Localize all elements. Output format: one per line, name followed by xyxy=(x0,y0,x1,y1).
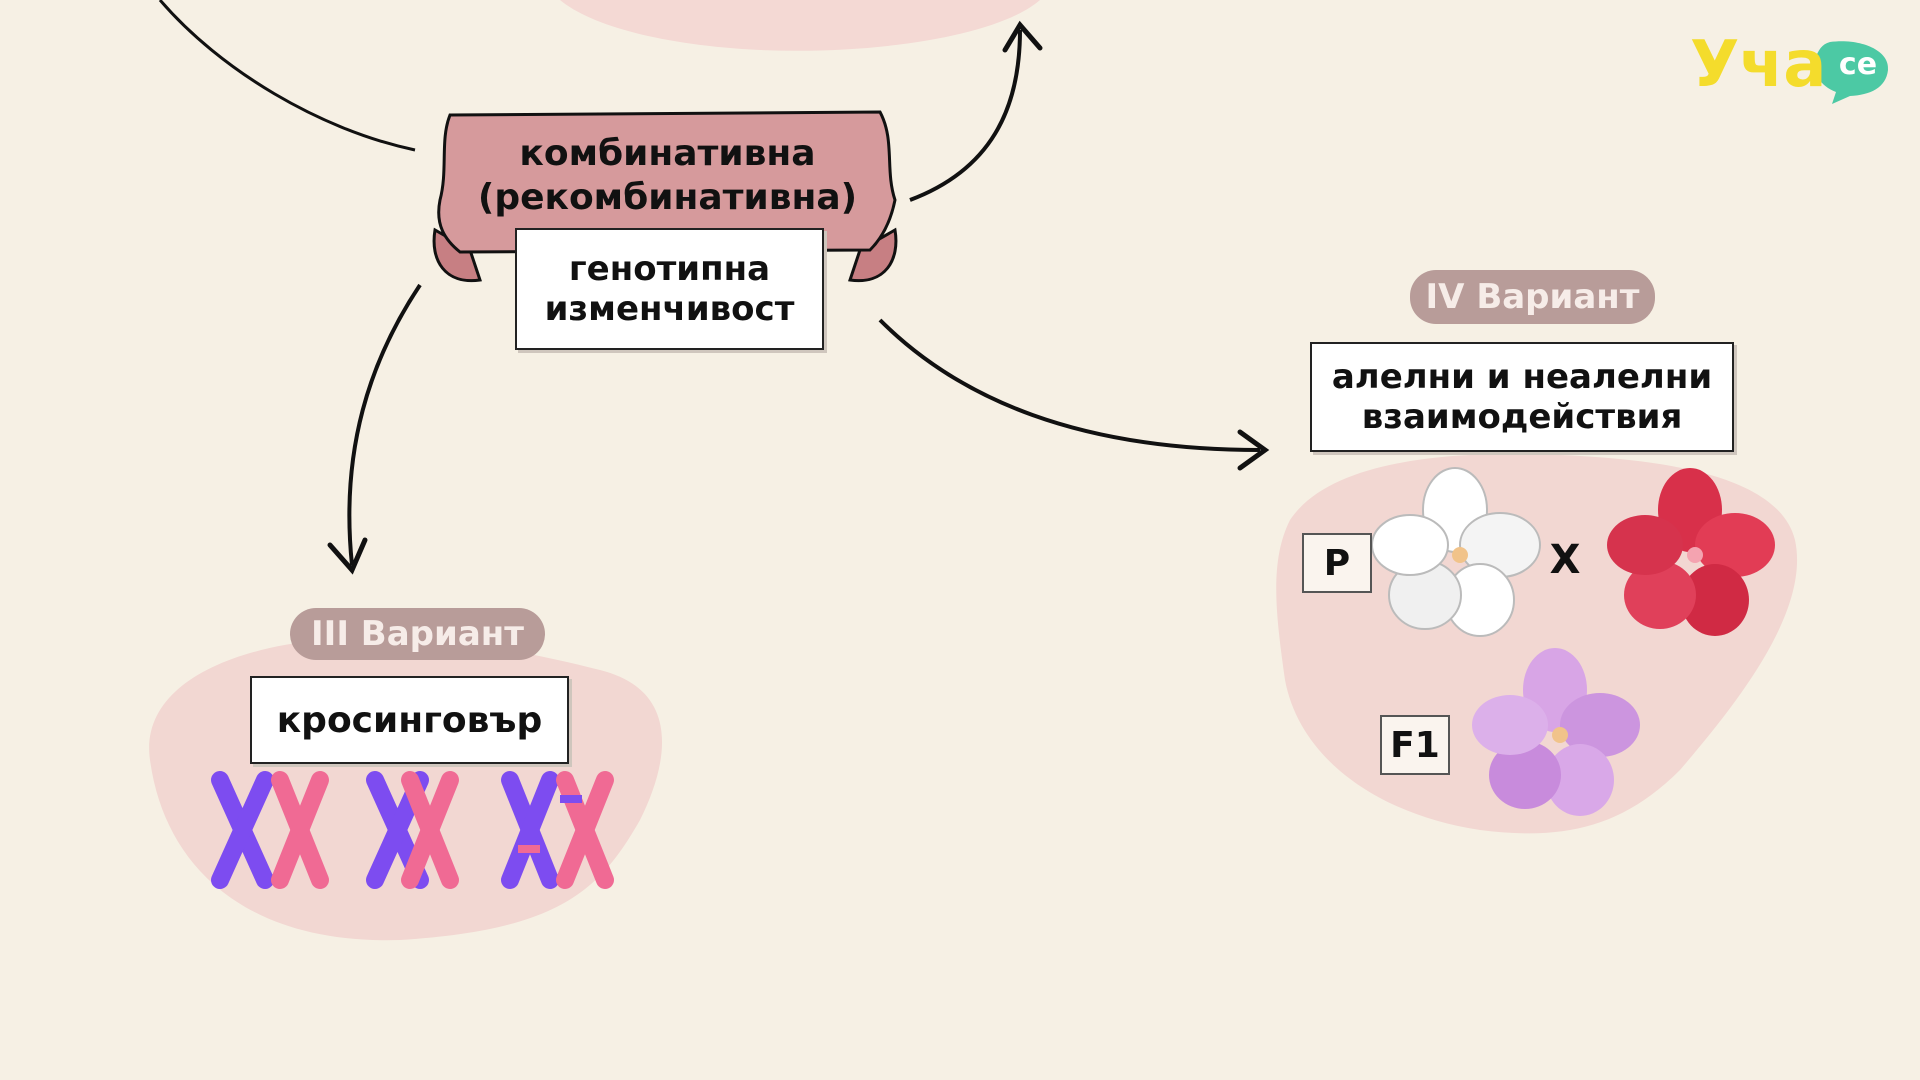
interactions-line2: взаимодействия xyxy=(1361,397,1683,437)
banner-scroll xyxy=(432,110,898,283)
genotype-line1: генотипна xyxy=(568,249,771,289)
arrow-right xyxy=(878,318,1261,452)
chromosomes xyxy=(211,771,614,889)
arrow-down-head xyxy=(327,537,368,575)
interactions-line1: алелни и неалелни xyxy=(1331,357,1713,397)
logo-text: Уча xyxy=(1690,28,1827,102)
red-flower xyxy=(1607,468,1775,636)
genotype-box: генотипна изменчивост xyxy=(515,228,824,350)
purple-flower xyxy=(1472,648,1640,816)
arrow-up-head xyxy=(1002,20,1043,53)
logo-badge-text: се xyxy=(1838,47,1878,82)
top-blob xyxy=(560,0,1040,51)
interactions-box: алелни и неалелни взаимодействия xyxy=(1310,342,1734,452)
arrow-down xyxy=(347,283,422,566)
arrow-up xyxy=(909,29,1022,202)
genotype-line2: изменчивост xyxy=(544,289,795,329)
logo-badge-shape xyxy=(1814,41,1889,104)
white-flower xyxy=(1371,467,1541,637)
crossing-over-box: кросинговър xyxy=(250,676,569,764)
cross-symbol: X xyxy=(1549,537,1581,583)
banner-line2: (рекомбинативна) xyxy=(477,177,858,218)
variant4-tag: IV Вариант xyxy=(1410,270,1655,324)
variant3-tag: III Вариант xyxy=(290,608,545,660)
f1-label: F1 xyxy=(1380,715,1450,775)
parent-label: P xyxy=(1302,533,1372,593)
arrow-right-head xyxy=(1237,429,1270,471)
arrow-top-left-curve xyxy=(158,0,416,152)
banner-line1: комбинативна xyxy=(519,133,816,174)
